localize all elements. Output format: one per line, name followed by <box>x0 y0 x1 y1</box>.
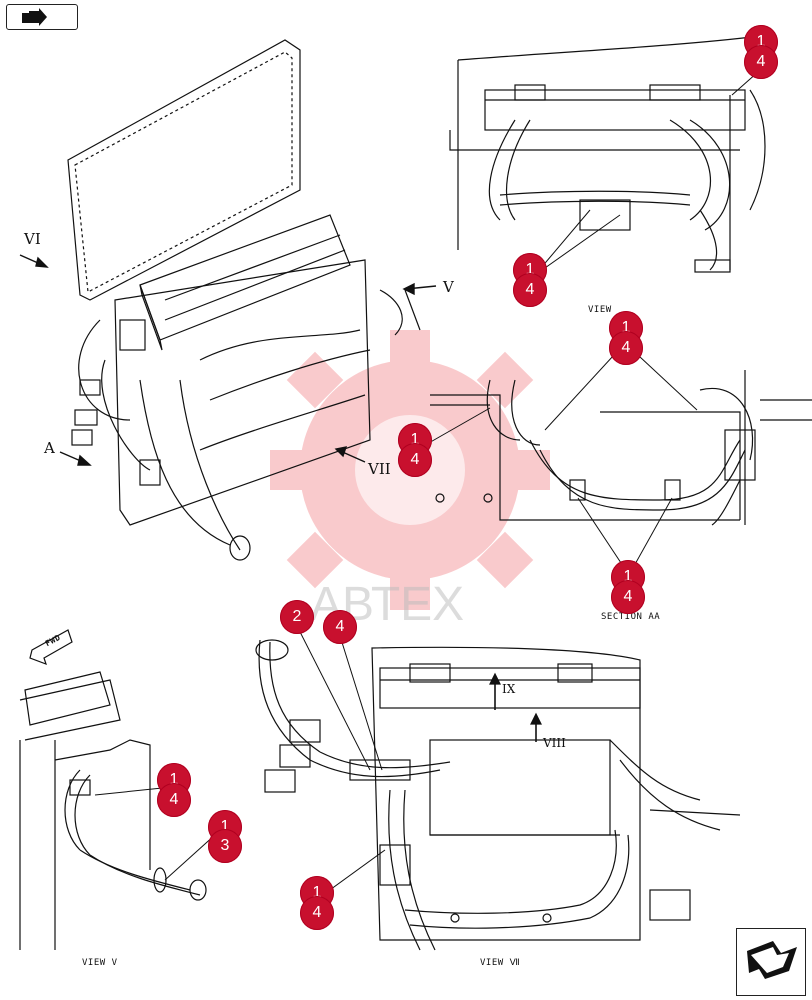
callout-4[interactable]: 4 <box>744 45 778 79</box>
view-top-drawing <box>449 35 766 273</box>
fwd-arrow-drawing <box>29 629 73 666</box>
section-a-marker: A <box>44 439 55 457</box>
view-ix-marker: IX <box>502 682 516 696</box>
book-arrow-icon[interactable] <box>6 4 78 30</box>
callout-4[interactable]: 4 <box>611 580 645 614</box>
callout-4[interactable]: 4 <box>157 783 191 817</box>
callout-4[interactable]: 4 <box>513 273 547 307</box>
section-aa-label: SECTION AA <box>601 612 661 622</box>
view-v-marker: V <box>443 278 454 296</box>
view-vi-marker: VI <box>24 230 41 248</box>
callout-4[interactable]: 4 <box>300 896 334 930</box>
view-vii-drawing <box>255 639 741 951</box>
view-top-label: VIEW <box>588 305 612 315</box>
view-vii-label: VIEW Ⅶ <box>480 958 521 968</box>
next-page-arrow-icon[interactable] <box>736 928 806 996</box>
leader-lines <box>94 71 759 901</box>
main-assembly-drawing <box>67 39 421 561</box>
callout-2[interactable]: 2 <box>280 600 314 634</box>
view-vii-marker: VII <box>368 460 391 478</box>
view-arrows <box>19 254 437 466</box>
section-aa-drawing <box>430 370 812 526</box>
view-v-label: VIEW V <box>82 958 118 968</box>
callout-4[interactable]: 4 <box>398 443 432 477</box>
view-viii-marker: VIII <box>543 736 566 750</box>
callout-4[interactable]: 4 <box>609 331 643 365</box>
callout-4[interactable]: 4 <box>323 610 357 644</box>
callout-3[interactable]: 3 <box>208 829 242 863</box>
view-v-drawing <box>19 671 207 950</box>
